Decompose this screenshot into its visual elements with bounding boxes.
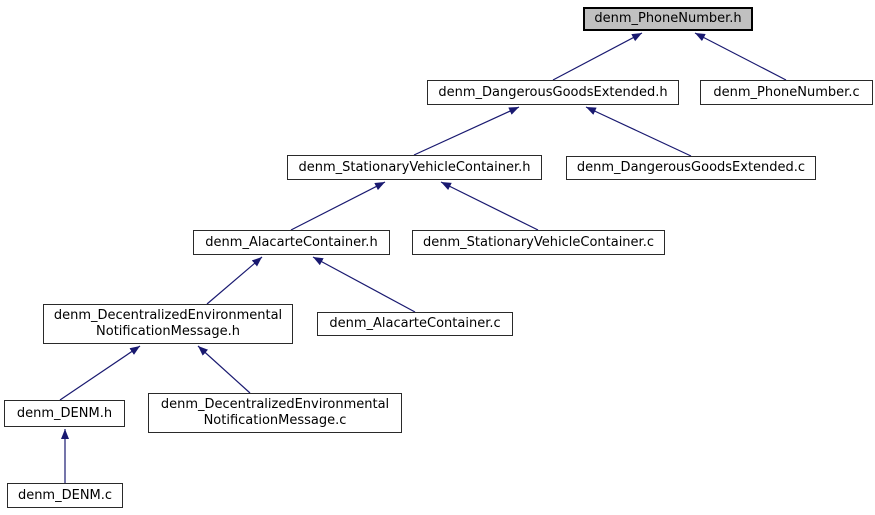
graph-node-denm_StationaryVehicleContainer_c[interactable]: denm_StationaryVehicleContainer.c [412,230,665,255]
edge-denm_DecentralizedEnvironmentalNotificationMessage_h-to-denm_AlacarteContainer_h [206,256,263,305]
graph-node-denm_DangerousGoodsExtended_h[interactable]: denm_DangerousGoodsExtended.h [427,80,679,105]
graph-node-denm_PhoneNumber_h[interactable]: denm_PhoneNumber.h [583,7,753,31]
edge-denm_StationaryVehicleContainer_h-to-denm_DangerousGoodsExtended_h [413,106,520,156]
graph-node-denm_DecentralizedEnvironmentalNotificationMessage_h[interactable]: denm_DecentralizedEnvironmental Notifica… [43,304,293,344]
edge-denm_DangerousGoodsExtended_c-to-denm_DangerousGoodsExtended_h [585,106,692,157]
edge-lines-group [59,32,787,483]
edge-denm_StationaryVehicleContainer_c-to-denm_StationaryVehicleContainer_h [440,181,539,231]
graph-node-denm_DangerousGoodsExtended_c[interactable]: denm_DangerousGoodsExtended.c [566,156,816,180]
edge-denm_DangerousGoodsExtended_h-to-denm_PhoneNumber_h [552,32,643,81]
graph-node-denm_DENM_h[interactable]: denm_DENM.h [4,400,125,427]
graph-node-denm_AlacarteContainer_c[interactable]: denm_AlacarteContainer.c [317,312,513,336]
edge-denm_AlacarteContainer_h-to-denm_StationaryVehicleContainer_h [290,181,386,231]
edge-denm_DENM_h-to-denm_DecentralizedEnvironmentalNotificationMessage_h [59,345,141,401]
edge-denm_AlacarteContainer_c-to-denm_AlacarteContainer_h [312,256,416,313]
graph-node-denm_DecentralizedEnvironmentalNotificationMessage_c[interactable]: denm_DecentralizedEnvironmental Notifica… [148,393,402,433]
graph-node-denm_PhoneNumber_c[interactable]: denm_PhoneNumber.c [700,80,873,105]
edge-denm_PhoneNumber_c-to-denm_PhoneNumber_h [694,32,787,81]
graph-node-denm_StationaryVehicleContainer_h[interactable]: denm_StationaryVehicleContainer.h [287,155,542,180]
edge-denm_DecentralizedEnvironmentalNotificationMessage_c-to-denm_DecentralizedEnvironmentalNotificationMessage_h [197,345,251,394]
graph-node-denm_DENM_c[interactable]: denm_DENM.c [7,483,123,508]
graph-node-denm_AlacarteContainer_h[interactable]: denm_AlacarteContainer.h [193,230,390,255]
